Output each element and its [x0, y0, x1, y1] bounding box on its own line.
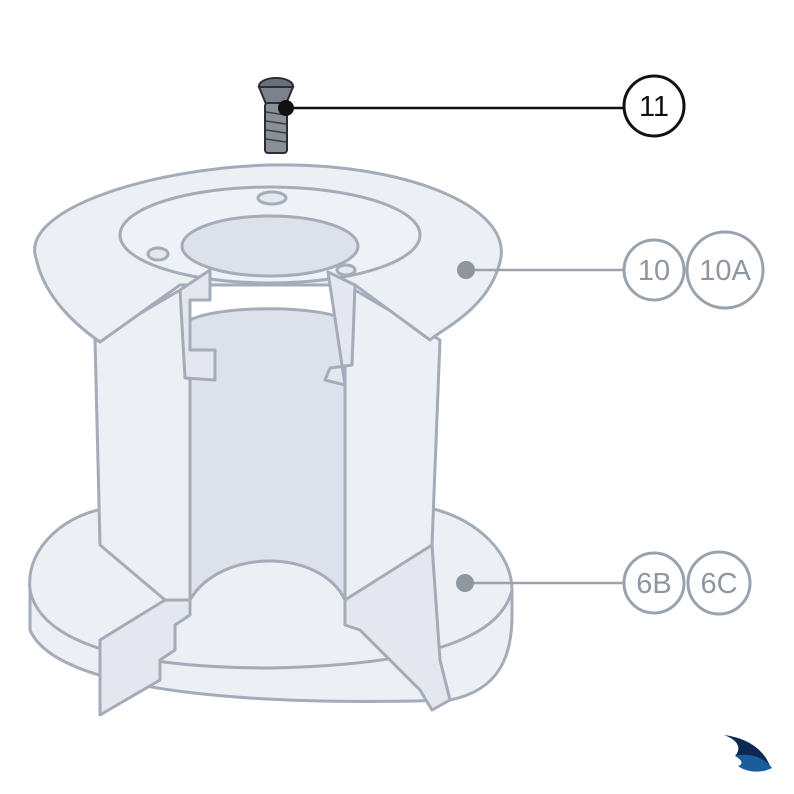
callout-10a: 10A	[685, 230, 765, 310]
top-flange-opening	[180, 214, 360, 278]
cutaway-step-left	[178, 268, 217, 382]
callout-label-10: 10	[638, 255, 670, 287]
hub-screw-hole-right	[335, 263, 357, 277]
callout-10: 10	[622, 238, 686, 302]
cutaway-base-step-right	[343, 543, 452, 712]
callout-label-11: 11	[639, 91, 669, 123]
leader-dot-top-flange	[457, 261, 475, 279]
callout-label-6b: 6B	[636, 568, 671, 600]
callout-11: 11	[622, 74, 686, 138]
deck-fitting-body	[28, 163, 514, 717]
hub-screw-hole-left	[146, 246, 170, 262]
leader-dot-bottom-flange	[456, 574, 474, 592]
callout-label-10a: 10A	[699, 255, 751, 287]
callout-label-6c: 6C	[700, 568, 737, 600]
leader-dot-screw	[278, 100, 294, 116]
cutaway-base-step-left	[98, 598, 192, 717]
hub-screw-hole-top	[256, 190, 288, 206]
cutaway-step-right	[323, 270, 357, 387]
callout-6c: 6C	[686, 550, 752, 616]
callout-6b: 6B	[622, 551, 686, 615]
brand-logo-icon	[724, 735, 772, 772]
